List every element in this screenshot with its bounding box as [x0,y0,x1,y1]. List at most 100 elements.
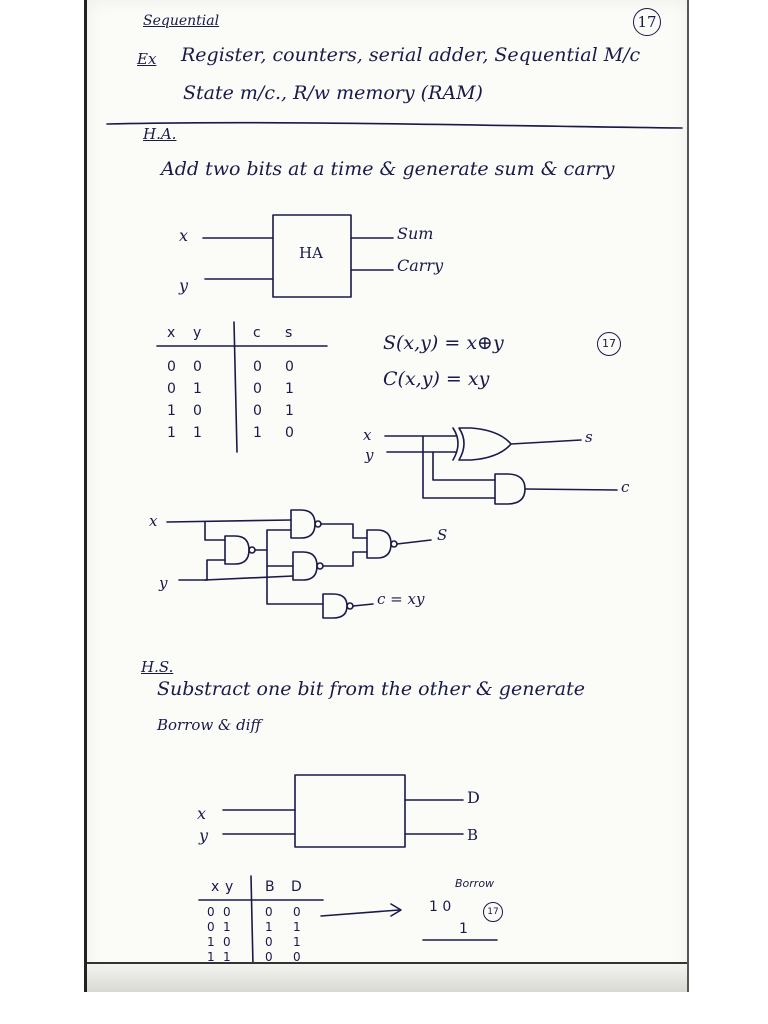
hs-table-vline [250,875,254,967]
xor-back-curve [452,427,459,461]
hs-cell: 0 [293,905,301,919]
ha-cell: 0 [167,381,176,397]
nand-gate-1-bubble [248,546,256,554]
hs-cell: 1 [207,935,215,949]
examples-line-1: Register, counters, serial adder, Sequen… [181,44,641,66]
ha-input-x: x [179,226,189,245]
ha-cell: 1 [167,425,176,441]
ha-input-y: y [179,276,189,295]
hs-cell: 1 [265,920,273,934]
borrow-ref: 17 [483,902,503,922]
nand-wire-x [166,519,292,523]
hs-output-b: B [467,826,479,844]
and-wire-y [432,451,496,481]
ha-cell: 0 [167,359,176,375]
nand-output-c: c = xy [377,590,425,608]
ha-equation-ref: 17 [597,332,621,356]
nand-wire-1a [254,529,292,551]
ha-col-c: c [253,325,261,341]
hs-cell: 1 [207,950,215,964]
ha-cell: 0 [285,359,294,375]
nand-gate-1 [224,535,250,565]
gate-output-c: c [621,478,630,496]
ha-equation-sum: S(x,y) = x⊕y [383,332,504,354]
section-divider [106,121,683,129]
hs-block [294,774,406,848]
hs-cell: 1 [223,950,231,964]
borrow-label: Borrow [455,877,495,890]
hs-input-y: y [199,826,209,845]
borrow-one: 1 [459,921,468,937]
hs-col-d: D [291,879,302,895]
hs-output-d: D [467,788,480,807]
ha-col-y: y [193,325,202,341]
borrow-arrow-head [390,903,402,917]
circuit-drawings [106,121,683,967]
and-wire-x [422,435,496,499]
half-subtractor-definition-2: Borrow & diff [157,716,262,734]
nand-gate-3 [292,551,318,581]
ha-cell: 0 [253,381,262,397]
nand-gate-5-bubble [346,602,354,610]
page-number: 17 [633,8,661,36]
ha-cell: 1 [253,425,262,441]
and-gate [494,473,526,505]
ha-cell: 1 [285,381,294,397]
nand-gate-2 [290,509,316,539]
ha-block [272,214,352,298]
nand-gate-4 [366,529,392,559]
gate-output-s: s [585,428,593,446]
hs-cell: 0 [265,905,273,919]
hs-input-x: x [197,804,207,823]
half-adder-definition: Add two bits at a time & generate sum & … [161,158,615,180]
nand-wire-1c [266,565,324,605]
nand-wire-s [396,539,432,545]
nand-wire-2-out [320,523,368,539]
ha-output-carry: Carry [397,256,444,275]
ha-cell: 1 [167,403,176,419]
nand-gate-4-bubble [390,540,398,548]
nand-wire-1b [266,549,294,567]
xor-gate [458,427,512,461]
nand-input-x: x [149,512,158,530]
ha-cell: 0 [285,425,294,441]
example-marker: Ex [137,50,157,68]
hs-cell: 0 [265,950,273,964]
borrow-digits: 1 0 [429,899,452,915]
hs-cell: 1 [223,920,231,934]
ha-col-x: x [167,325,176,341]
hs-col-y: y [225,879,234,895]
hs-cell: 1 [293,935,301,949]
and-wire-out [524,488,618,491]
nand-wire-y-up [206,559,226,581]
ha-block-label: HA [299,244,323,262]
half-adder-heading: H.A. [143,125,177,143]
page-bottom-edge [87,962,687,992]
hs-cell: 0 [207,920,215,934]
hs-cell: 0 [223,905,231,919]
topic-heading: Sequential [143,13,220,29]
nand-output-s: S [437,526,448,544]
gate-input-x: x [363,426,372,444]
nand-input-y: y [159,574,168,592]
ha-equation-carry: C(x,y) = xy [383,368,490,390]
ha-cell: 0 [193,359,202,375]
nand-wire-y-long [204,575,294,581]
ha-col-s: s [285,325,293,341]
hs-cell: 0 [223,935,231,949]
nand-gate-3-bubble [316,562,324,570]
hs-cell: 0 [207,905,215,919]
ha-cell: 1 [193,381,202,397]
borrow-arrow-line [320,909,400,917]
hs-cell: 0 [293,950,301,964]
ha-cell: 1 [285,403,294,419]
hs-cell: 1 [293,920,301,934]
ha-table-vline [233,321,238,453]
ha-output-sum: Sum [397,224,434,243]
hs-cell: 0 [265,935,273,949]
ha-cell: 0 [193,403,202,419]
nand-wire-x-down [204,521,226,541]
nand-gate-5 [322,593,348,619]
half-subtractor-definition-1: Substract one bit from the other & gener… [157,678,585,700]
nand-wire-c [352,603,374,607]
